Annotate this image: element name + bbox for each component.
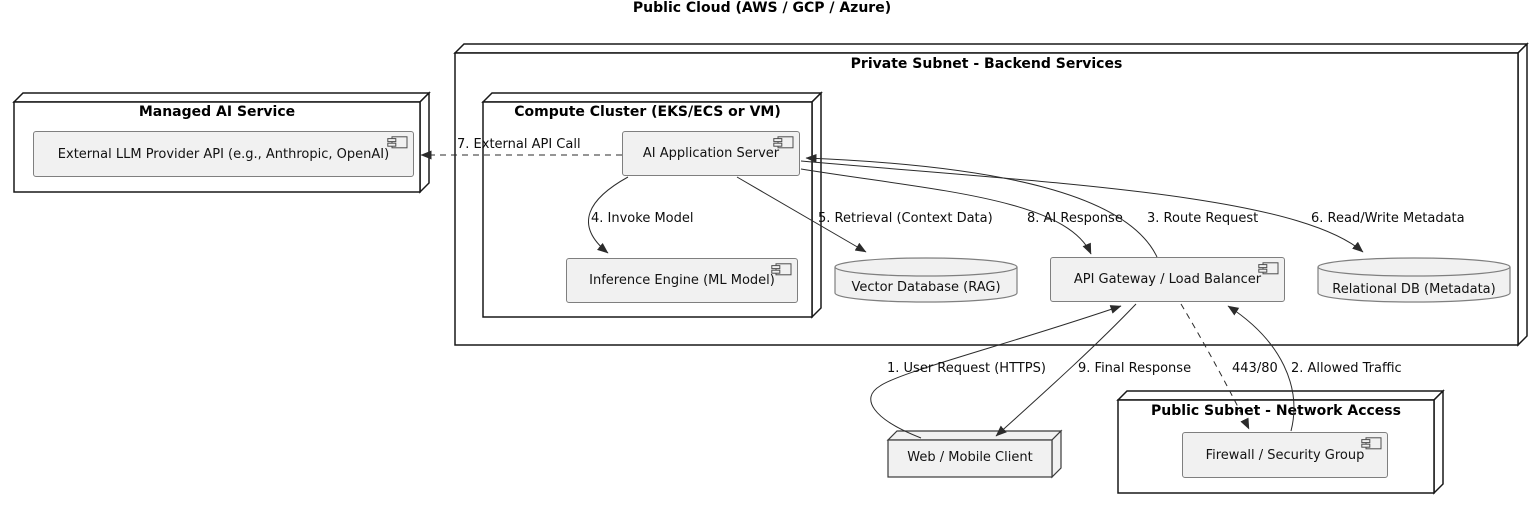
api-gateway-label: API Gateway / Load Balancer [1073,272,1262,287]
inference-engine-label: Inference Engine (ML Model) [589,273,775,288]
component-icon [1258,262,1279,275]
firewall-component: Firewall / Security Group [1182,432,1388,478]
web-mobile-client-label: Web / Mobile Client [907,450,1033,465]
edge-label-final-response: 9. Final Response [1078,361,1192,376]
external-llm-provider-label: External LLM Provider API (e.g., Anthrop… [57,146,390,162]
edge-label-external-api-call: 7. External API Call [457,137,581,152]
edge-label-ai-response: 8. AI Response [1027,211,1123,226]
firewall-label: Firewall / Security Group [1205,447,1365,463]
edge-label-allowed-traffic: 2. Allowed Traffic [1291,361,1402,376]
private-subnet-title: Private Subnet - Backend Services [850,56,1123,72]
ai-application-server-component: AI Application Server [622,131,800,176]
external-llm-provider-component: External LLM Provider API (e.g., Anthrop… [33,131,414,177]
compute-cluster-title: Compute Cluster (EKS/ECS or VM) [514,104,781,120]
edge-label-user-request: 1. User Request (HTTPS) [887,361,1046,376]
edge-label-invoke-model: 4. Invoke Model [591,211,694,226]
relational-db-cylinder [1317,257,1511,303]
ai-application-server-label: AI Application Server [642,146,780,161]
edge-label-route-request: 3. Route Request [1147,211,1259,226]
diagram-title: Public Cloud (AWS / GCP / Azure) [632,0,892,16]
vector-database-cylinder [834,257,1018,303]
inference-engine-component: Inference Engine (ML Model) [566,258,798,303]
edge-label-read-write-metadata: 6. Read/Write Metadata [1311,211,1465,226]
edge-label-ports: 443/80 [1232,361,1278,376]
component-icon [771,263,792,276]
vector-database-label: Vector Database (RAG) [851,280,1001,295]
component-icon [387,136,408,149]
edge-label-retrieval: 5. Retrieval (Context Data) [818,211,993,226]
component-icon [1361,437,1382,450]
api-gateway-component: API Gateway / Load Balancer [1050,257,1285,302]
relational-db-label: Relational DB (Metadata) [1332,282,1496,297]
managed-ai-service-title: Managed AI Service [138,104,296,120]
public-subnet-title: Public Subnet - Network Access [1151,403,1401,419]
component-icon [773,136,794,149]
